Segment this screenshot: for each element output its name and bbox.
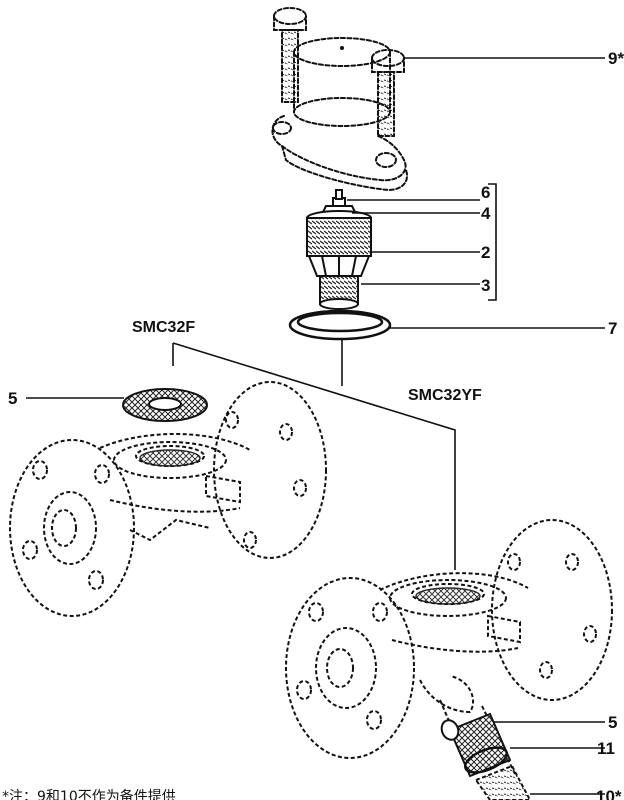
- gasket-ring: [288, 309, 392, 341]
- valve-body-smc32yf: [285, 519, 613, 777]
- callout-5-left: 5: [8, 389, 18, 408]
- callout-3: 3: [481, 276, 491, 295]
- valve-body-smc32f: [9, 381, 327, 617]
- strainer-screen-disc: [122, 388, 208, 422]
- o-ring-11: [464, 746, 508, 774]
- callout-4: 4: [481, 204, 491, 223]
- model-label-smc32f: SMC32F: [132, 319, 196, 336]
- callout-10: 10*: [596, 787, 622, 800]
- leader-lines: [26, 57, 605, 795]
- y-strainer-screen: [440, 712, 512, 778]
- strainer-cap-10: [474, 764, 532, 800]
- strainer-mesh-smc32yf: [415, 587, 481, 605]
- callout-11: 11: [597, 739, 615, 758]
- callout-6: 6: [481, 183, 491, 202]
- pilot-cartridge: [306, 189, 372, 310]
- callout-7: 7: [608, 319, 618, 338]
- bonnet-cover-dashed: [271, 7, 408, 192]
- model-label-smc32yf: SMC32YF: [408, 387, 482, 404]
- callout-9: 9*: [608, 49, 624, 68]
- callout-2: 2: [481, 243, 491, 262]
- strainer-mesh-smc32f: [139, 449, 201, 467]
- footnote: *注：9和10不作为备件提供: [2, 789, 176, 800]
- callout-5-right: 5: [608, 713, 618, 732]
